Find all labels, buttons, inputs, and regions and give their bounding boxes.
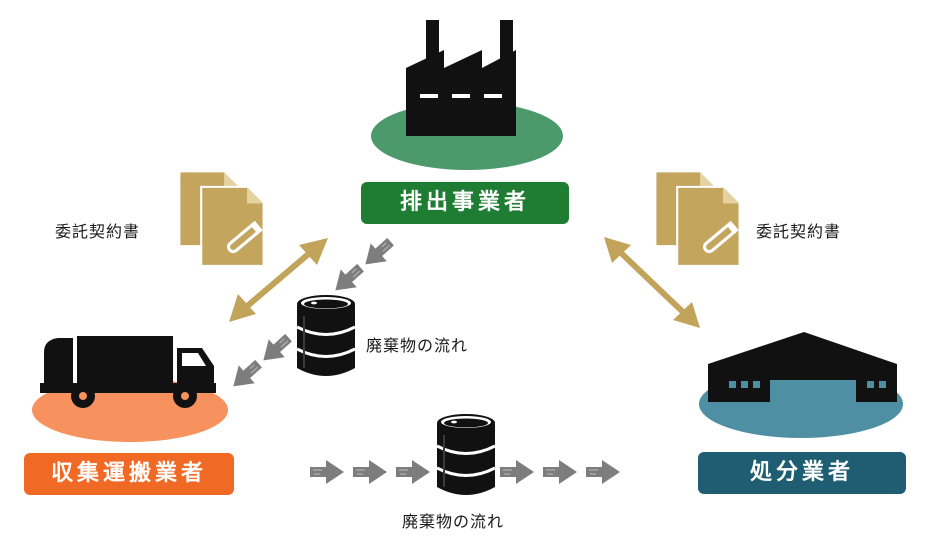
flow-arrow xyxy=(225,354,267,396)
barrel-icon-lower xyxy=(436,413,496,497)
contract-arrow-left xyxy=(229,238,328,322)
document-icon-left xyxy=(179,171,265,267)
flow-label-lower: 廃棄物の流れ xyxy=(402,512,505,531)
factory-icon xyxy=(406,20,516,136)
contract-label-left: 委託契約書 xyxy=(55,222,141,241)
flow-label-upper: 廃棄物の流れ xyxy=(366,336,469,355)
flow-arrow xyxy=(357,232,399,274)
collector-badge: 収集運搬業者 xyxy=(24,453,234,495)
barrel-icon-upper xyxy=(296,294,356,378)
flow-arrow xyxy=(396,460,430,484)
disposer-badge: 処分業者 xyxy=(698,452,906,494)
flow-arrow xyxy=(586,460,620,484)
contract-arrow-right xyxy=(604,237,700,328)
flow-arrow xyxy=(310,460,344,484)
emitter-badge: 排出事業者 xyxy=(361,182,569,224)
warehouse-icon xyxy=(708,332,897,402)
contract-label-right: 委託契約書 xyxy=(756,222,842,241)
flow-arrow xyxy=(353,460,387,484)
flow-arrow xyxy=(327,258,369,300)
truck-icon xyxy=(40,336,216,408)
flow-arrow xyxy=(500,460,534,484)
flow-arrow xyxy=(543,460,577,484)
document-icon-right xyxy=(655,171,741,267)
flow-arrow xyxy=(255,328,297,370)
